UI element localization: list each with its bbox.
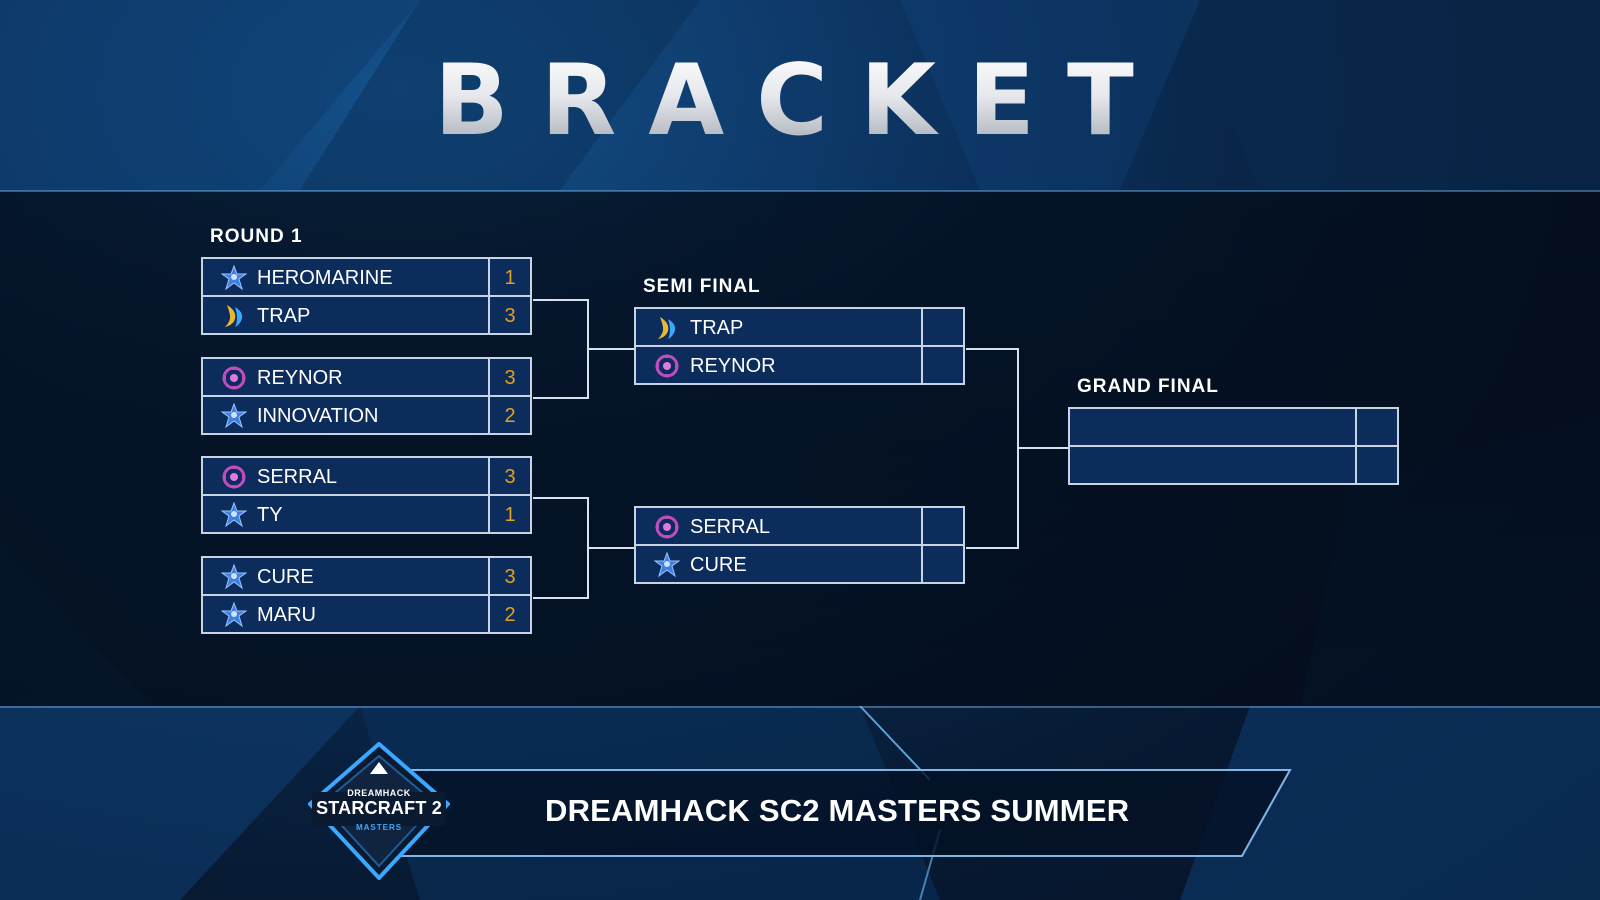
player-slot[interactable]: CURE 3 [201,556,532,596]
player-name: CURE [257,566,314,588]
round1-match-2: REYNOR 3 INNOVATION 2 [201,357,532,435]
player-score [921,508,963,546]
player-name: MARU [257,604,316,626]
player-score [921,546,963,584]
round1-match-3: SERRAL 3 TY 1 [201,456,532,534]
player-slot[interactable]: HEROMARINE 1 [201,257,532,297]
player-slot[interactable]: TRAP 3 [201,295,532,335]
protoss-race-icon [658,317,676,339]
player-name: REYNOR [257,367,343,389]
player-slot[interactable] [1068,445,1399,485]
player-slot[interactable]: REYNOR [634,345,965,385]
logo-sub-text: MASTERS [355,823,403,832]
semi-final-match-2: SERRAL CURE [634,506,965,584]
event-name: DREAMHACK SC2 MASTERS SUMMER [545,793,1130,828]
zerg-race-icon [655,354,679,378]
player-score: 2 [488,596,530,634]
starcraft-masters-logo [308,742,450,880]
player-score [1355,447,1397,485]
page-title: BRACKET [0,46,1600,156]
terran-race-icon [221,602,247,628]
grand-final-match [1068,407,1399,485]
player-name: CURE [690,554,747,576]
player-name: TRAP [690,317,744,339]
grand-final-label: GRAND FINAL [1077,376,1219,397]
player-score [1355,409,1397,447]
player-slot[interactable]: SERRAL [634,506,965,546]
player-score: 3 [488,458,530,496]
player-score: 3 [488,297,530,335]
divider-bottom [0,706,1600,708]
player-slot[interactable]: SERRAL 3 [201,456,532,496]
semi-final-label: SEMI FINAL [643,276,761,297]
player-name: REYNOR [690,355,776,377]
round-1-label: ROUND 1 [210,226,303,247]
player-name: INNOVATION [257,405,379,427]
terran-race-icon [221,403,247,429]
terran-race-icon [221,265,247,291]
logo-main-text: STARCRAFT 2 [316,798,442,818]
player-slot[interactable]: MARU 2 [201,594,532,634]
player-name: SERRAL [690,516,771,538]
semi-final-match-1: TRAP REYNOR [634,307,965,385]
terran-race-icon [221,564,247,590]
zerg-race-icon [222,366,246,390]
player-slot[interactable]: TY 1 [201,494,532,534]
player-score: 1 [488,496,530,534]
player-slot[interactable]: INNOVATION 2 [201,395,532,435]
protoss-race-icon [225,305,243,327]
player-slot[interactable]: REYNOR 3 [201,357,532,397]
terran-race-icon [654,552,680,578]
player-name: TRAP [257,305,311,327]
round1-match-1: HEROMARINE 1 TRAP 3 [201,257,532,335]
player-slot[interactable]: CURE [634,544,965,584]
player-score: 2 [488,397,530,435]
empty-race-slot [1088,453,1114,479]
zerg-race-icon [655,515,679,539]
zerg-race-icon [222,465,246,489]
player-name: TY [257,504,283,526]
player-score: 1 [488,259,530,297]
player-slot[interactable] [1068,407,1399,447]
player-score: 3 [488,558,530,596]
player-score: 3 [488,359,530,397]
player-score [921,309,963,347]
player-name: HEROMARINE [257,267,393,289]
round1-match-4: CURE 3 MARU 2 [201,556,532,634]
player-name: SERRAL [257,466,338,488]
divider-top [0,190,1600,192]
terran-race-icon [221,502,247,528]
logo-top-text: DREAMHACK [347,788,411,798]
player-slot[interactable]: TRAP [634,307,965,347]
empty-race-slot [1088,415,1114,441]
player-score [921,347,963,385]
